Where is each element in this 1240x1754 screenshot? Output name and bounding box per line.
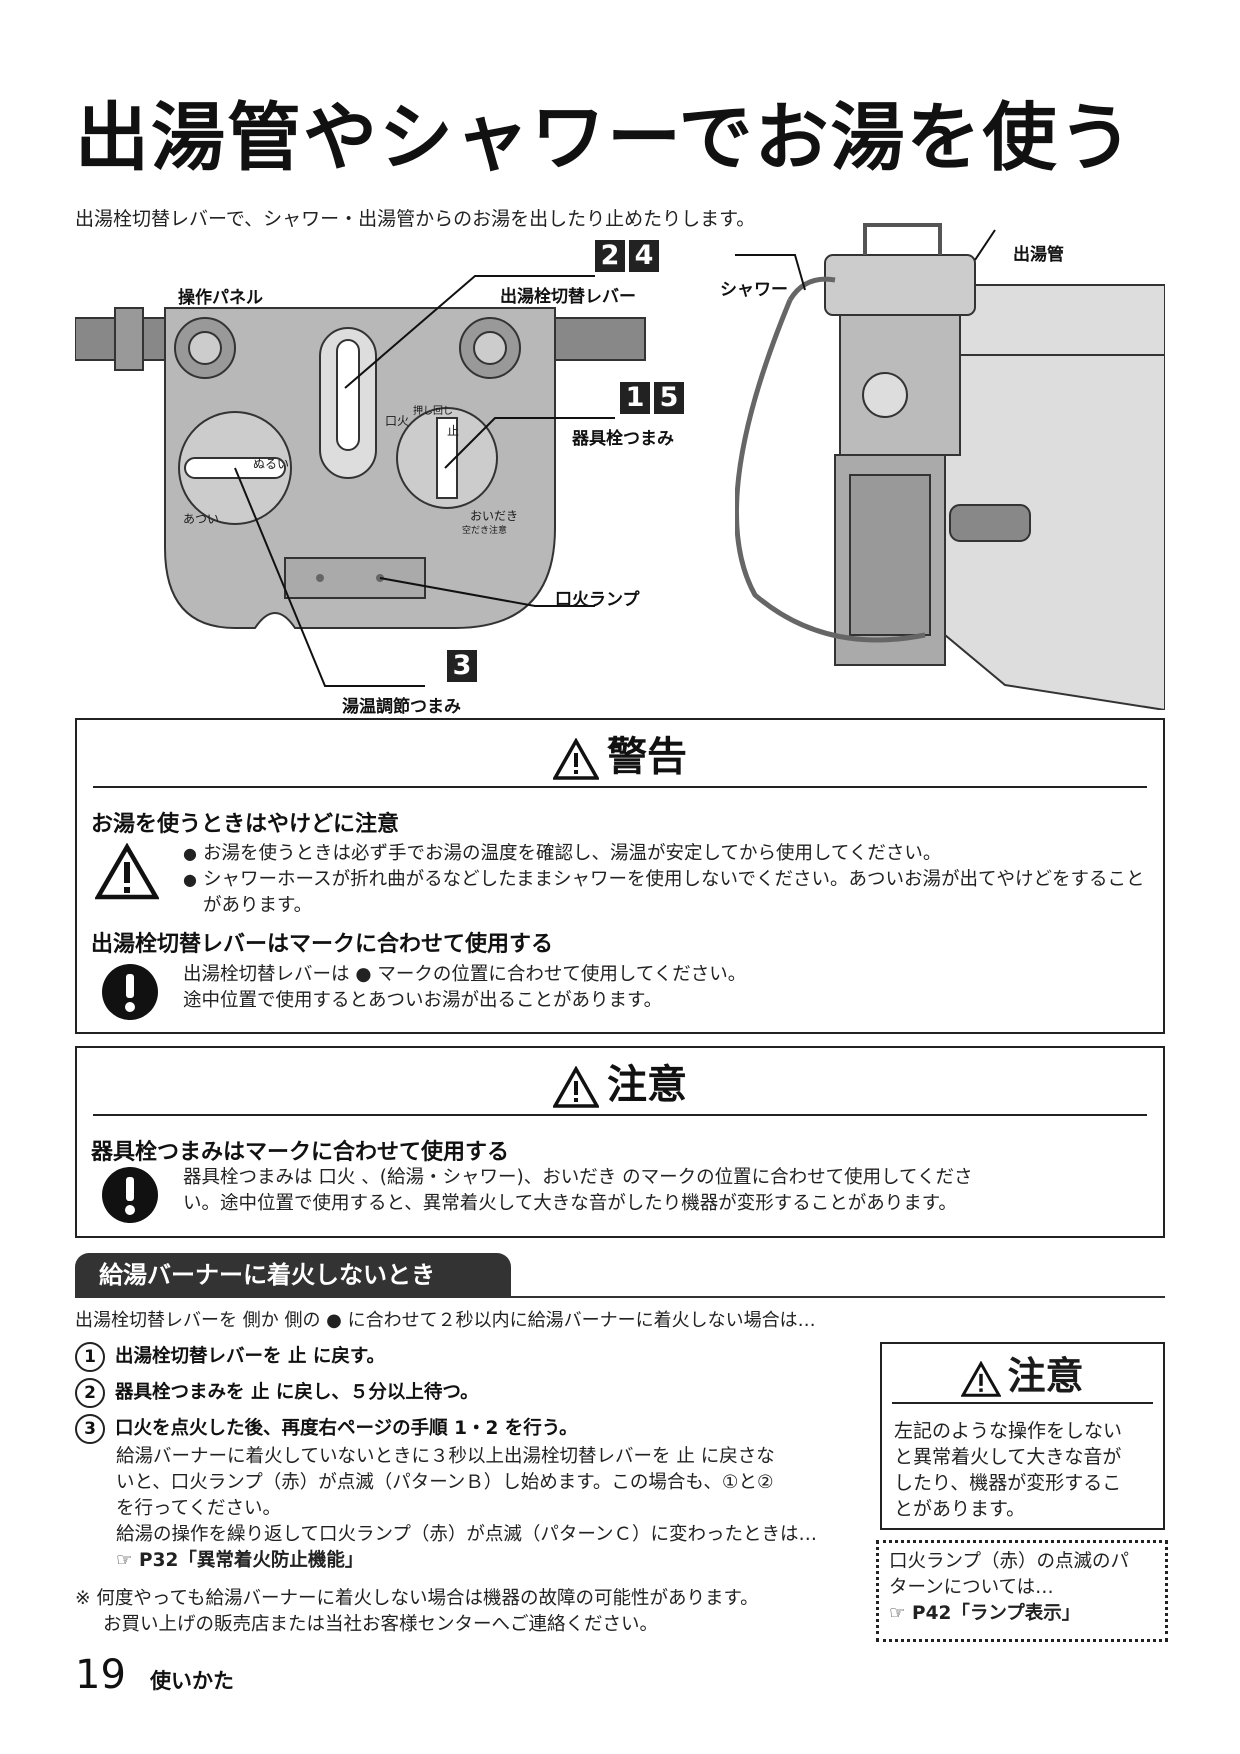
step-text: 器具栓つまみを 止 に戻し、５分以上待つ。 — [115, 1382, 479, 1403]
step-badge: 2 — [595, 240, 625, 272]
step-text: 出湯栓切替レバーを 止 に戻す。 — [115, 1346, 386, 1367]
label-operation-panel: 操作パネル — [178, 288, 263, 308]
mandatory-exclamation-icon — [102, 1167, 158, 1223]
label-temp-knob: 湯温調節つまみ — [342, 697, 461, 717]
temp-step-badges: 3 — [447, 650, 481, 682]
detail-line: 給湯バーナーに着火していないときに３秒以上出湯栓切替レバーを 止 に戻さな — [116, 1446, 775, 1467]
side-reference-line: ターンについては… — [889, 1577, 1054, 1598]
reference-link[interactable]: ☞ P32「異常着火防止機能」 — [116, 1548, 866, 1574]
side-caution-heading: 注意 — [892, 1350, 1153, 1404]
label-shower: シャワー — [720, 280, 788, 300]
panel-text-push-turn: 押し回し — [413, 406, 453, 417]
intro-text: 出湯栓切替レバーで、シャワー・出湯管からのお湯を出したり止めたりします。 — [75, 208, 756, 230]
warning-triangle-icon — [551, 737, 601, 780]
side-caution-line: したり、機器が変形するこ — [894, 1472, 1122, 1494]
label-device-knob: 器具栓つまみ — [572, 429, 674, 449]
side-reference-line: 口火ランプ（赤）の点滅のパ — [889, 1551, 1129, 1572]
warning-heading: 警告 — [93, 728, 1147, 788]
label-pilot-lamp: 口火ランプ — [555, 590, 640, 610]
warning-triangle-icon — [551, 1065, 601, 1108]
side-caution-box: 注意 左記のような操作をしない と異常着火して大きな音が したり、機器が変形する… — [880, 1342, 1165, 1530]
panel-text-empty-warn: 空だき注意 — [462, 526, 508, 536]
warning-bullet: お湯を使うときは必ず手でお湯の温度を確認し、湯温が安定してから使用してください。 — [183, 841, 1153, 867]
step-number: 1 — [75, 1342, 105, 1372]
pointing-hand-icon: ☞ — [116, 1550, 140, 1571]
step-badge: 4 — [629, 240, 659, 272]
detail-line: を行ってください。 — [116, 1498, 282, 1519]
pointing-hand-icon: ☞ — [889, 1603, 913, 1624]
step-1: 1 出湯栓切替レバーを 止 に戻す。 — [75, 1342, 385, 1372]
panel-text-nurui: ぬるい — [253, 457, 290, 471]
caution-triangle-icon — [95, 843, 159, 900]
step-3-detail: 給湯バーナーに着火していないときに３秒以上出湯栓切替レバーを 止 に戻さな いと… — [116, 1444, 866, 1574]
side-reference-text: 口火ランプ（赤）の点滅のパ ターンについては… ☞ P42「ランプ表示」 — [889, 1549, 1129, 1627]
warning-subheading-2: 出湯栓切替レバーはマークに合わせて使用する — [91, 932, 554, 957]
mandatory-exclamation-icon — [102, 964, 158, 1020]
caution-heading: 注意 — [93, 1056, 1147, 1116]
caution-text: 器具栓つまみは 口火 、(給湯・シャワー)、おいだき のマークの位置に合わせて使… — [183, 1165, 1153, 1217]
label-outlet-pipe: 出湯管 — [1013, 245, 1064, 265]
section-note: ※ 何度やっても給湯バーナーに着火しない場合は機器の故障の可能性があります。 お… — [75, 1586, 875, 1638]
caution-text-line: 器具栓つまみは 口火 、(給湯・シャワー)、おいだき のマークの位置に合わせて使… — [183, 1167, 973, 1188]
step-badge: 3 — [447, 650, 477, 682]
warning-box: 警告 お湯を使うときはやけどに注意 お湯を使うときは必ず手でお湯の温度を確認し、… — [75, 718, 1165, 1034]
footer-section-label: 使いかた — [150, 1669, 234, 1693]
side-caution-line: とがあります。 — [894, 1498, 1026, 1520]
step-badge: 5 — [654, 382, 684, 414]
note-line: お買い上げの販売店または当社お客様センターへご連絡ください。 — [103, 1614, 659, 1635]
panel-text-pilot: 口火 — [385, 414, 410, 428]
side-reference-link[interactable]: ☞ P42「ランプ表示」 — [889, 1601, 1129, 1627]
water-heater-illustration — [735, 223, 1165, 710]
panel-text-stop: 止 — [447, 424, 460, 438]
panel-text-atsui: あつい — [183, 512, 220, 526]
side-reference-box: 口火ランプ（赤）の点滅のパ ターンについては… ☞ P42「ランプ表示」 — [876, 1540, 1168, 1642]
note-line: ※ 何度やっても給湯バーナーに着火しない場合は機器の故障の可能性があります。 — [75, 1588, 759, 1609]
side-caution-line: と異常着火して大きな音が — [894, 1446, 1122, 1468]
detail-line: 給湯の操作を繰り返して口火ランプ（赤）が点滅（パターンＣ）に変わったときは… — [116, 1524, 817, 1545]
step-2: 2 器具栓つまみを 止 に戻し、５分以上待つ。 — [75, 1378, 479, 1408]
side-caution-line: 左記のような操作をしない — [894, 1420, 1123, 1442]
section-divider — [75, 1296, 1165, 1298]
side-reference-link-text: P42「ランプ表示」 — [912, 1603, 1081, 1624]
caution-box: 注意 器具栓つまみはマークに合わせて使用する 器具栓つまみは 口火 、(給湯・シ… — [75, 1046, 1165, 1238]
side-caution-heading-text: 注意 — [1007, 1354, 1084, 1398]
warning-bullet: シャワーホースが折れ曲がるなどしたままシャワーを使用しないでください。あついお湯… — [183, 867, 1153, 919]
step-number: 3 — [75, 1414, 105, 1444]
reference-text: P32「異常着火防止機能」 — [139, 1550, 364, 1571]
warning-heading-text: 警告 — [607, 734, 687, 780]
caution-text-line: い。途中位置で使用すると、異常着火して大きな音がしたり機器が変形することがありま… — [183, 1193, 957, 1214]
step-badge: 1 — [620, 382, 650, 414]
side-caution-text: 左記のような操作をしない と異常着火して大きな音が したり、機器が変形するこ と… — [894, 1418, 1122, 1522]
caution-subheading: 器具栓つまみはマークに合わせて使用する — [91, 1140, 510, 1165]
section-lead: 出湯栓切替レバーを 側か 側の ● に合わせて２秒以内に給湯バーナーに着火しない… — [75, 1310, 816, 1331]
warning-bullets: お湯を使うときは必ず手でお湯の温度を確認し、湯温が安定してから使用してください。… — [183, 841, 1153, 919]
step-text: 口火を点火した後、再度右ページの手順 1・2 を行う。 — [115, 1418, 578, 1439]
caution-heading-text: 注意 — [607, 1062, 687, 1108]
warning-triangle-icon — [960, 1360, 1003, 1397]
warning-text-line: 出湯栓切替レバーは ● マークの位置に合わせて使用してください。 — [183, 964, 747, 985]
label-lever: 出湯栓切替レバー — [500, 287, 636, 307]
page-title: 出湯管やシャワーでお湯を使う — [75, 95, 1135, 181]
warning-text-line: 途中位置で使用するとあついお湯が出ることがあります。 — [183, 990, 663, 1011]
step-number: 2 — [75, 1378, 105, 1408]
panel-text-oidaki: おいだき — [470, 509, 519, 523]
section-title: 給湯バーナーに着火しないとき — [75, 1253, 511, 1297]
warning-subheading-1: お湯を使うときはやけどに注意 — [91, 812, 400, 837]
page-number: 19 — [75, 1652, 126, 1698]
warning-text-2: 出湯栓切替レバーは ● マークの位置に合わせて使用してください。 途中位置で使用… — [183, 962, 1143, 1014]
detail-line: いと、口火ランプ（赤）が点滅（パターンＢ）し始めます。この場合も、①と② — [116, 1472, 774, 1493]
control-panel-illustration — [75, 275, 646, 687]
step-3: 3 口火を点火した後、再度右ページの手順 1・2 を行う。 — [75, 1414, 578, 1444]
